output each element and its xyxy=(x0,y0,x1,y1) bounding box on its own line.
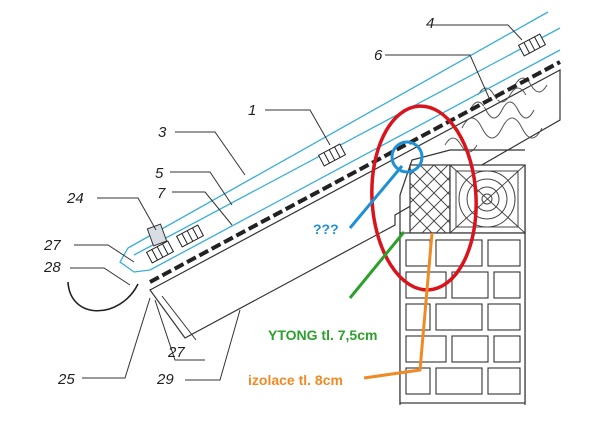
pointer-ytong xyxy=(348,231,406,299)
wall-plate-symbol xyxy=(449,164,526,234)
annotation-unknown: ??? xyxy=(313,221,339,237)
callout-27-top: 27 xyxy=(43,237,61,254)
pointer-unknown xyxy=(348,165,404,229)
callout-24: 24 xyxy=(66,190,84,207)
insulation-rolls xyxy=(444,77,548,153)
callout-6: 6 xyxy=(374,47,383,64)
annotation-ytong: YTONG tl. 7,5cm xyxy=(268,327,377,343)
callout-25: 25 xyxy=(57,371,75,388)
highlight-circle xyxy=(390,140,424,174)
annotation-insulation: izolace tl. 8cm xyxy=(248,372,343,388)
callout-5: 5 xyxy=(155,165,164,182)
insulation-block xyxy=(409,164,451,234)
callout-7: 7 xyxy=(157,185,166,202)
callout-29: 29 xyxy=(156,371,174,388)
roof-cover-mid xyxy=(133,27,561,256)
gutter xyxy=(67,281,139,312)
callout-28: 28 xyxy=(43,259,61,276)
callout-1: 1 xyxy=(248,102,256,119)
callout-27-bottom: 27 xyxy=(167,344,185,361)
battens xyxy=(145,33,547,264)
callout-3: 3 xyxy=(158,124,167,141)
roof-cover-low xyxy=(149,49,561,271)
eave-flashing xyxy=(119,247,151,273)
rafter-body xyxy=(149,68,561,339)
membrane-line xyxy=(149,60,561,284)
pointer-insulation xyxy=(363,232,434,380)
roof-cover-top xyxy=(127,11,549,249)
insulation-hatch xyxy=(409,164,451,234)
leader-lines xyxy=(70,24,523,381)
callout-4: 4 xyxy=(426,15,434,32)
